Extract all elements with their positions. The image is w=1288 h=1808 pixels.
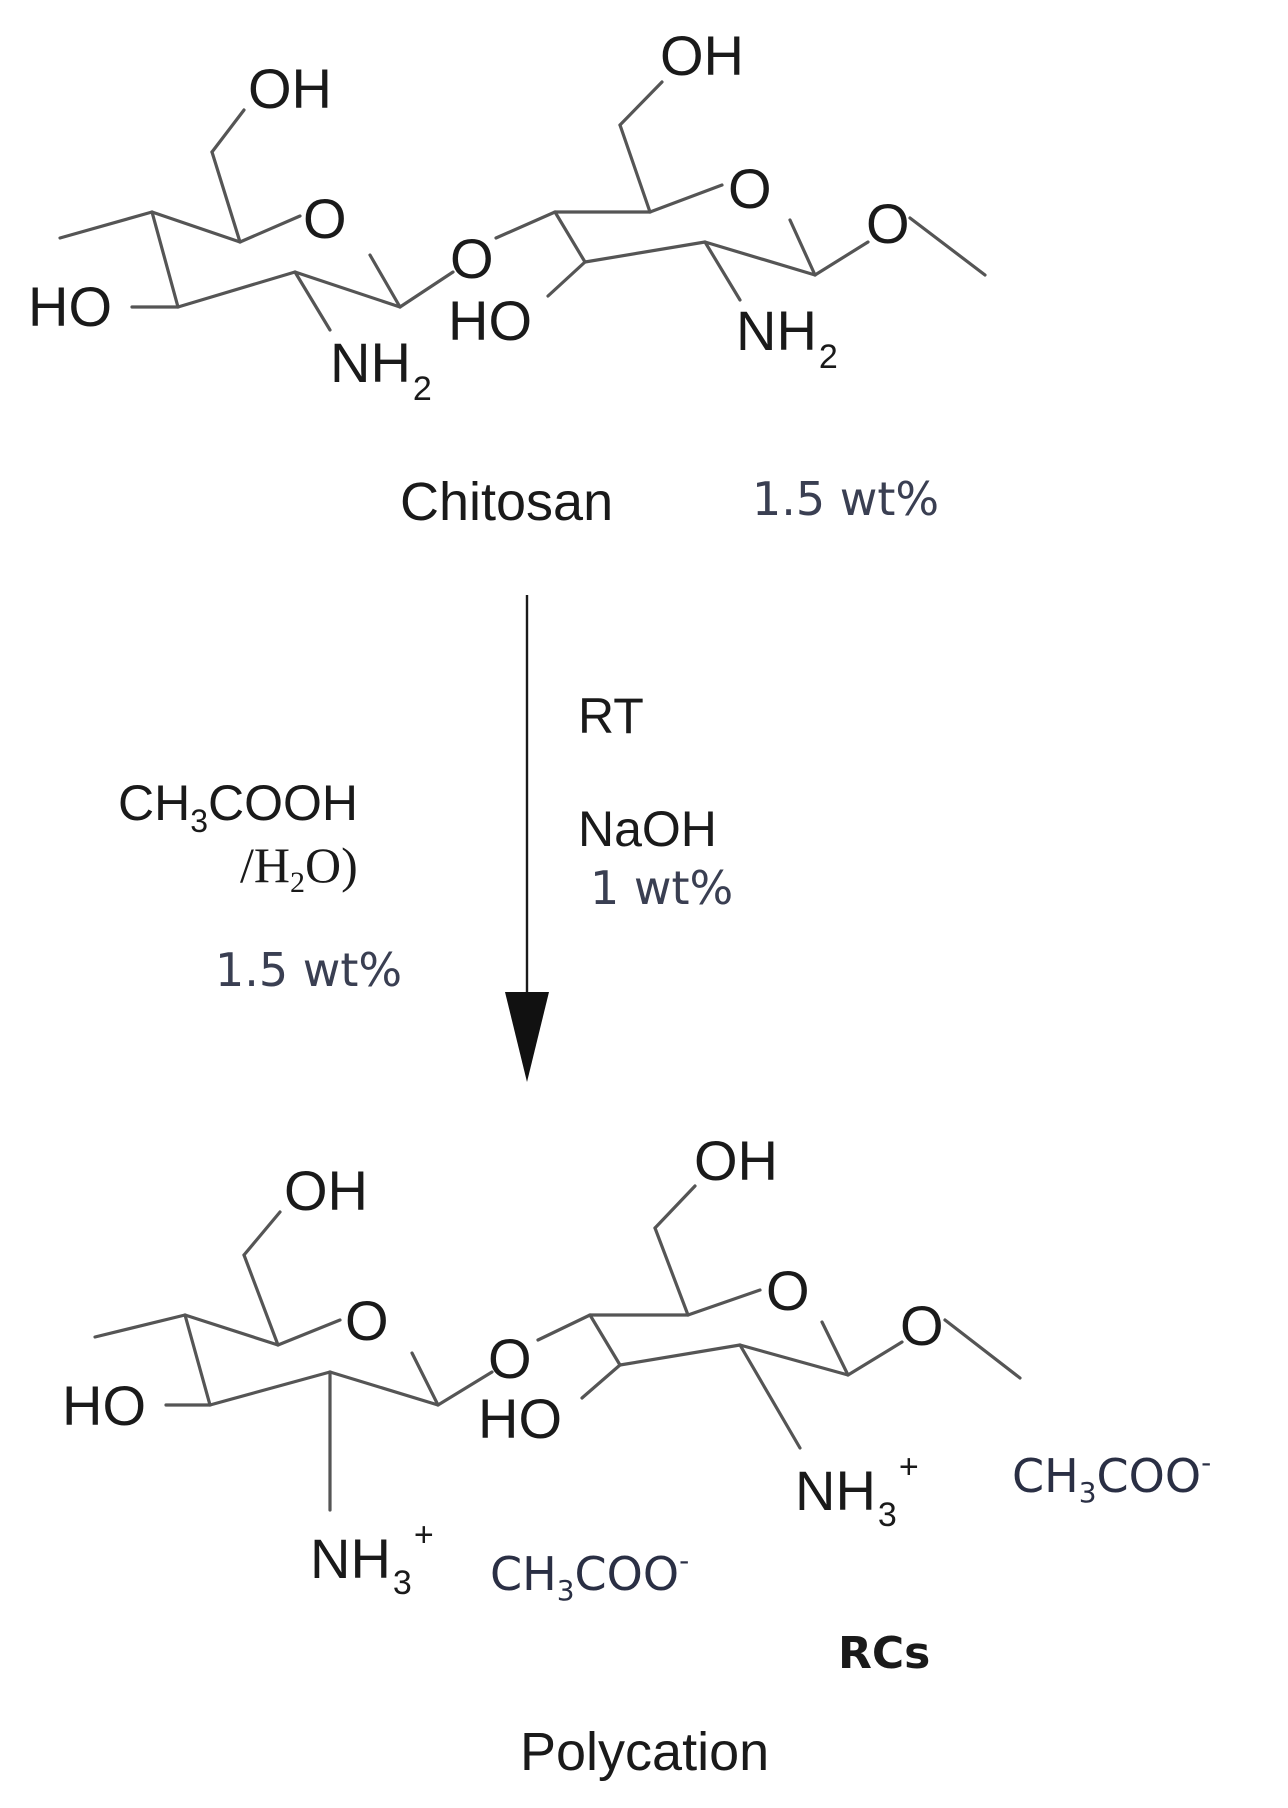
bond <box>150 210 180 309</box>
bond <box>93 1313 187 1339</box>
bond <box>703 240 742 302</box>
bond <box>410 1351 440 1407</box>
polycation-bonds <box>93 1184 1022 1512</box>
chitosan-name: Chitosan <box>400 472 613 532</box>
bond <box>58 210 154 240</box>
bond <box>583 240 707 264</box>
base-reagent: NaOH <box>578 801 717 857</box>
oh-label: OH <box>248 57 332 120</box>
ho-label: HO <box>478 1387 562 1450</box>
bond <box>210 108 246 154</box>
bond <box>580 1363 622 1400</box>
bond <box>176 270 297 309</box>
bond <box>788 218 817 277</box>
bond <box>618 123 652 214</box>
bond <box>328 1370 440 1407</box>
arrow-head <box>505 992 549 1082</box>
polycation-name: Polycation <box>520 1722 769 1782</box>
oh-label: OH <box>694 1129 778 1192</box>
ammonium-label: NH3+ <box>795 1448 919 1534</box>
reaction-arrow <box>505 595 549 1082</box>
bond <box>618 80 664 127</box>
bond <box>648 183 724 214</box>
oh-label: OH <box>284 1159 368 1222</box>
base-concentration: 1 wt% <box>590 861 733 915</box>
acid-concentration: 1.5 wt% <box>215 943 402 997</box>
bond <box>738 1343 850 1377</box>
bond <box>210 150 242 244</box>
bond <box>943 1318 1022 1380</box>
bond <box>242 1210 282 1257</box>
glycosidic-oxygen-label: O <box>488 1327 532 1390</box>
chitosan-bonds <box>58 80 987 332</box>
acetate-counter-ion: CH3COO- <box>1012 1446 1211 1509</box>
glycosidic-oxygen-label: O <box>450 227 494 290</box>
ring-oxygen-label: O <box>766 1259 810 1322</box>
ho-label: HO <box>448 289 532 352</box>
bond <box>686 1288 762 1317</box>
bond <box>238 214 302 244</box>
bond <box>908 216 987 277</box>
bond <box>653 1184 697 1230</box>
bond <box>738 1343 802 1450</box>
bond <box>553 210 587 264</box>
bond <box>546 260 587 298</box>
bond <box>653 1226 690 1317</box>
bond <box>588 1313 622 1367</box>
bond <box>398 270 455 309</box>
ammonium-label: NH3+ <box>310 1516 434 1602</box>
bond <box>703 240 817 277</box>
acetate-counter-ion: CH3COO- <box>490 1544 689 1607</box>
ring-oxygen-label: O <box>345 1289 389 1352</box>
nh2-label: NH2 <box>736 299 838 376</box>
nh2-label: NH2 <box>330 331 432 408</box>
bond <box>150 210 242 244</box>
bond <box>208 1370 332 1407</box>
bond <box>618 1343 742 1367</box>
bond <box>436 1370 494 1407</box>
bond <box>183 1313 280 1347</box>
polycation-structure: OH OH O O O O HO HO NH3+ NH3+ CH3COO- CH… <box>62 1129 1211 1782</box>
product-abbreviation: RCs <box>838 1628 930 1679</box>
terminal-oxygen-label: O <box>866 192 910 255</box>
bond <box>368 253 402 309</box>
oh-label: OH <box>660 24 744 87</box>
bond <box>846 1340 904 1377</box>
temperature-condition: RT <box>578 688 644 744</box>
chitosan-concentration: 1.5 wt% <box>752 472 939 526</box>
acid-reagent: CH3COOH <box>118 775 358 839</box>
acid-solvent: /H2O) <box>240 837 358 899</box>
bond <box>242 1253 280 1347</box>
bond <box>494 210 557 240</box>
bond <box>536 1313 592 1342</box>
ho-label: HO <box>28 275 112 338</box>
bond <box>813 240 870 277</box>
bond <box>276 1318 342 1347</box>
ring-oxygen-label: O <box>303 187 347 250</box>
ring-oxygen-label: O <box>728 157 772 220</box>
chitosan-structure: OH OH O O O O HO HO NH2 NH2 Chitosan 1.5… <box>28 24 987 532</box>
bond <box>820 1320 850 1377</box>
bond <box>293 270 332 332</box>
bond <box>183 1313 212 1407</box>
terminal-oxygen-label: O <box>900 1294 944 1357</box>
ho-label: HO <box>62 1374 146 1437</box>
bond <box>293 270 402 309</box>
